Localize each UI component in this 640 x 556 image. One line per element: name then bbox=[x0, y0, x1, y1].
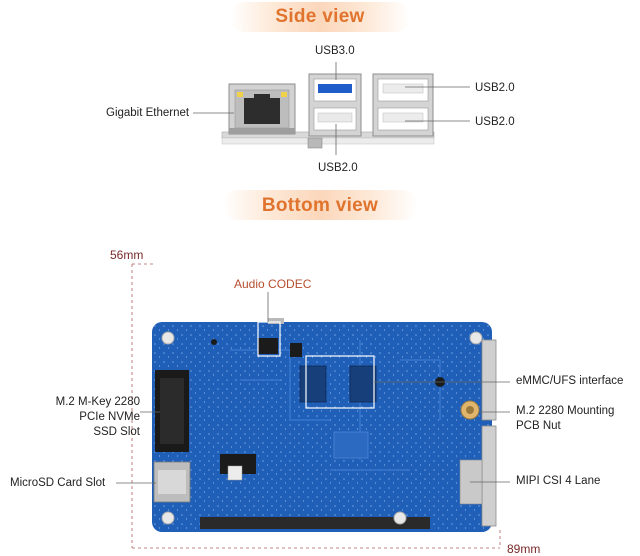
audio-codec-label: Audio CODEC bbox=[234, 277, 311, 291]
microsd-slot-label: MicroSD Card Slot bbox=[10, 477, 105, 489]
m2-slot-line-3: SSD Slot bbox=[40, 425, 140, 440]
m2-slot-line-2: PCIe NVMe bbox=[40, 410, 140, 425]
m2-nut-label: M.2 2280 Mounting PCB Nut bbox=[516, 404, 614, 434]
m2-nut-line-2: PCB Nut bbox=[516, 419, 614, 434]
m2-nut-line-1: M.2 2280 Mounting bbox=[516, 404, 614, 419]
m2-slot-label: M.2 M-Key 2280 PCIe NVMe SSD Slot bbox=[40, 395, 140, 440]
pcb-board-icon bbox=[152, 318, 496, 532]
mipi-csi-label: MIPI CSI 4 Lane bbox=[516, 475, 600, 487]
emmc-ufs-label: eMMC/UFS interface bbox=[516, 375, 623, 387]
m2-slot-line-1: M.2 M-Key 2280 bbox=[40, 395, 140, 410]
